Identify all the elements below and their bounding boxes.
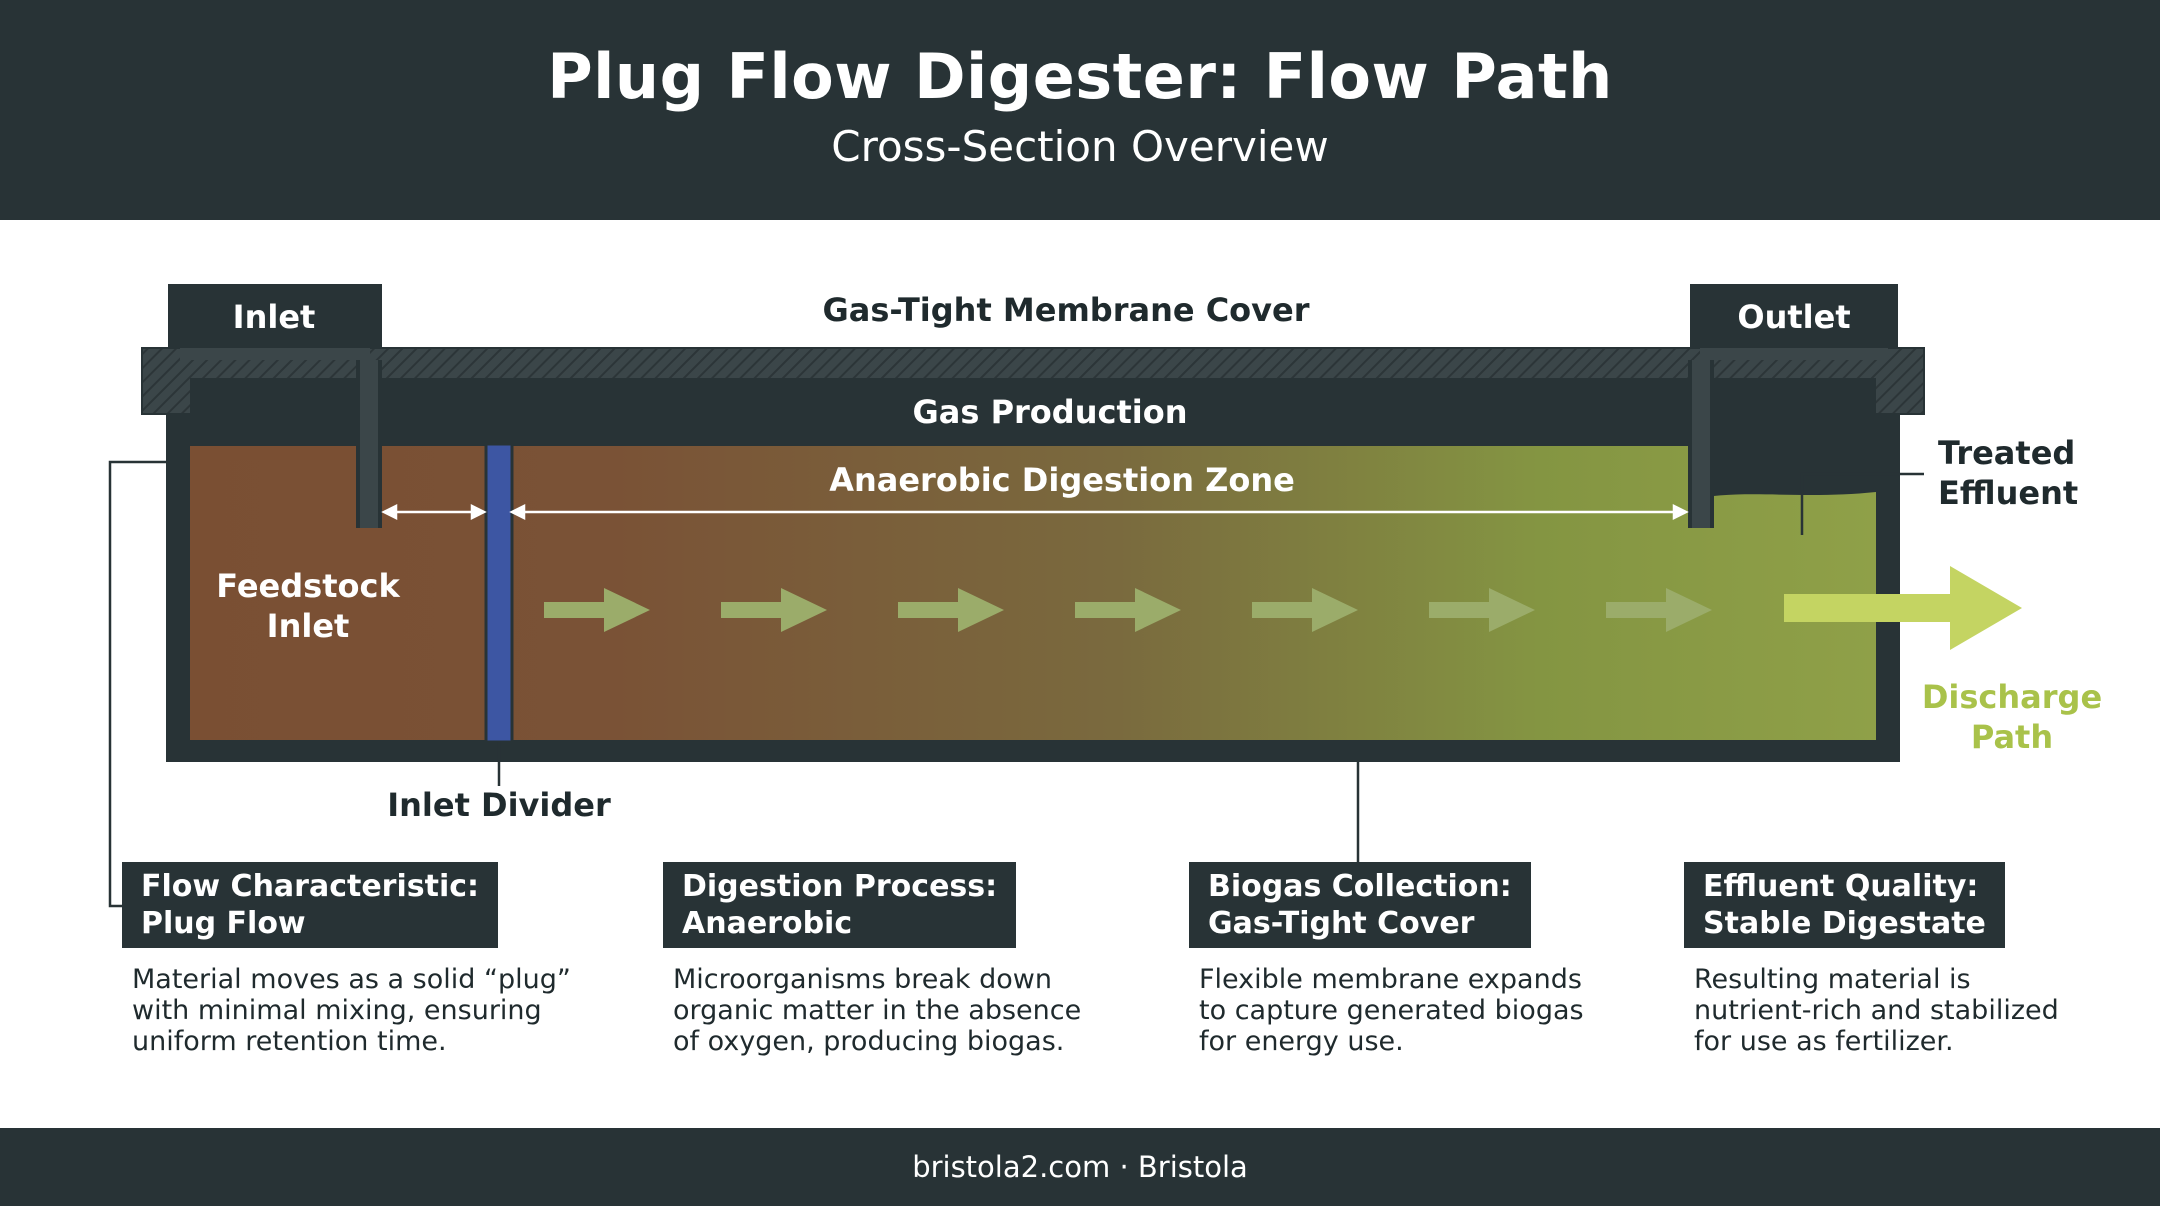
- inlet-box: [168, 284, 382, 348]
- baffle-gap-arrow: [381, 503, 487, 521]
- card-title: Flow Characteristic: Plug Flow: [122, 862, 499, 948]
- info-card-effluent: Effluent Quality: Stable Digestate Resul…: [1684, 862, 2059, 1057]
- flow-arrow: [1606, 588, 1712, 632]
- discharge-path-label-line2: Path: [1971, 718, 2053, 756]
- gas-production-label: Gas Production: [913, 393, 1188, 431]
- outlet-baffle-edge: [1692, 360, 1710, 528]
- inlet-label: Inlet: [233, 298, 316, 336]
- discharge-path-label-line1: Discharge: [1922, 678, 2102, 716]
- card-description: Flexible membrane expands to capture gen…: [1199, 964, 1584, 1057]
- inlet-divider-label: Inlet Divider: [387, 786, 611, 824]
- flow-arrow: [1252, 588, 1358, 632]
- treated-effluent-label-line1: Treated: [1938, 434, 2075, 472]
- treated-effluent-label-line2: Effluent: [1938, 474, 2078, 512]
- info-card-flow: Flow Characteristic: Plug Flow Material …: [122, 862, 571, 1057]
- leader-lines: [108, 460, 1924, 908]
- discharge-arrow: [1784, 566, 2022, 650]
- inlet-divider: [484, 442, 514, 744]
- card-title: Effluent Quality: Stable Digestate: [1684, 862, 2005, 948]
- outlet-label: Outlet: [1737, 298, 1850, 336]
- card-description: Resulting material is nutrient-rich and …: [1694, 964, 2059, 1057]
- flow-arrows: [544, 588, 1712, 632]
- feedstock-label-line1: Feedstock: [216, 567, 400, 605]
- flow-arrow: [1429, 588, 1535, 632]
- page-title: Plug Flow Digester: Flow Path: [547, 40, 1613, 113]
- flow-arrow: [721, 588, 827, 632]
- card-description: Material moves as a solid “plug” with mi…: [132, 964, 571, 1057]
- feedstock-label-line2: Inlet: [267, 607, 350, 645]
- flow-arrow: [544, 588, 650, 632]
- cover-label: Gas-Tight Membrane Cover: [822, 291, 1309, 329]
- outlet-box: [1690, 284, 1898, 348]
- digestion-zone-label: Anaerobic Digestion Zone: [829, 461, 1295, 499]
- card-description: Microorganisms break down organic matter…: [673, 964, 1082, 1057]
- inlet-box-frame: [180, 348, 370, 360]
- header: Plug Flow Digester: Flow Path Cross-Sect…: [0, 0, 2160, 220]
- info-card-digestion: Digestion Process: Anaerobic Microorgani…: [663, 862, 1081, 1057]
- fluid-body: [190, 442, 1876, 740]
- card-title: Digestion Process: Anaerobic: [663, 862, 1017, 948]
- flow-arrow: [898, 588, 1004, 632]
- flow-arrow: [1075, 588, 1181, 632]
- page-subtitle: Cross-Section Overview: [831, 122, 1329, 171]
- cover-inner-band: [190, 378, 1876, 446]
- outlet-box-frame: [1700, 348, 1888, 360]
- zone-length-arrow: [509, 503, 1689, 521]
- footer-text: bristola2.com · Bristola: [912, 1150, 1248, 1184]
- card-title: Biogas Collection: Gas-Tight Cover: [1189, 862, 1531, 948]
- footer: bristola2.com · Bristola: [0, 1128, 2160, 1206]
- inlet-baffle-edge: [360, 360, 378, 528]
- info-card-biogas: Biogas Collection: Gas-Tight Cover Flexi…: [1189, 862, 1584, 1057]
